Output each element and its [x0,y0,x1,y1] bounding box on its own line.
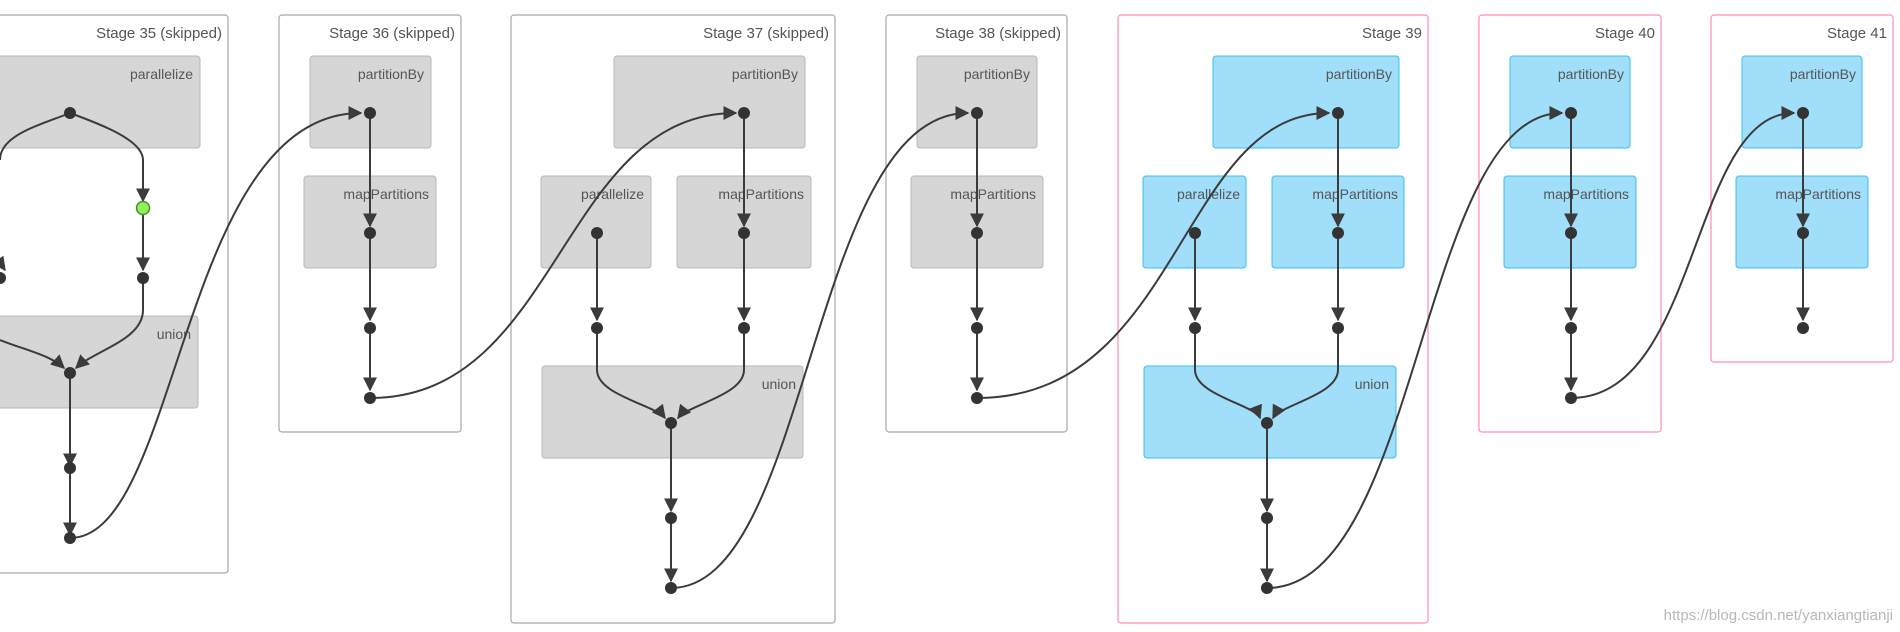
cluster-label: mapPartitions [1775,186,1861,202]
rdd-node[interactable] [1797,322,1809,334]
cluster-label: partitionBy [358,66,424,82]
rdd-node[interactable] [665,582,677,594]
rdd-node[interactable] [591,227,603,239]
cluster-label: mapPartitions [1543,186,1629,202]
edge [0,112,71,161]
stage-39-label: Stage 39 [1362,25,1422,42]
stage-37-label: Stage 37 (skipped) [703,25,829,42]
rdd-node[interactable] [64,462,76,474]
cluster-label: mapPartitions [718,186,804,202]
cluster-partitionby[interactable]: partitionBy [1509,55,1631,149]
rdd-node[interactable] [1565,107,1577,119]
rdd-node[interactable] [64,532,76,544]
edge [74,278,144,369]
stage-40-label: Stage 40 [1595,25,1655,42]
rdd-node[interactable] [971,392,983,404]
cluster-label: union [762,376,796,392]
edge [1266,106,1564,589]
cluster-label: parallelize [1177,186,1240,202]
rdd-node[interactable] [64,107,76,119]
rdd-node[interactable] [1565,322,1577,334]
cluster-label: partitionBy [1326,66,1392,82]
cluster-parallelize[interactable]: parallelize [0,55,201,149]
cluster-parallelize[interactable]: parallelize [540,175,652,269]
stage-37[interactable]: Stage 37 (skipped) [510,14,836,624]
cluster-label: partitionBy [732,66,798,82]
rdd-node[interactable] [971,107,983,119]
edge [0,255,6,272]
rdd-node[interactable] [665,417,677,429]
cluster-label: partitionBy [1790,66,1856,82]
rdd-node[interactable] [1261,582,1273,594]
stage-39[interactable]: Stage 39 [1117,14,1429,624]
edge [1194,328,1262,420]
cluster-label: mapPartitions [1312,186,1398,202]
rdd-node[interactable] [64,367,76,379]
edge [677,328,745,420]
edge [1570,106,1796,399]
cluster-label: union [1355,376,1389,392]
rdd-node[interactable] [1261,417,1273,429]
rdd-node[interactable] [364,227,376,239]
cluster-union[interactable]: union [0,315,199,409]
rdd-node[interactable] [0,272,6,284]
cluster-partitionby[interactable]: partitionBy [1212,55,1400,149]
stage-36-label: Stage 36 (skipped) [329,25,455,42]
rdd-node[interactable] [1797,227,1809,239]
rdd-node[interactable] [1332,107,1344,119]
rdd-node[interactable] [1261,512,1273,524]
rdd-node[interactable] [1565,227,1577,239]
cluster-union[interactable]: union [541,365,804,459]
rdd-node[interactable] [738,107,750,119]
rdd-node[interactable] [364,107,376,119]
rdd-node[interactable] [1332,322,1344,334]
rdd-node[interactable] [665,512,677,524]
cluster-label: mapPartitions [950,186,1036,202]
rdd-node[interactable] [1797,107,1809,119]
cluster-union[interactable]: union [1143,365,1397,459]
rdd-node[interactable] [738,227,750,239]
edge [369,106,738,399]
cluster-label: parallelize [581,186,644,202]
cached-rdd-node[interactable] [135,200,151,216]
cluster-label: union [157,326,191,342]
rdd-node[interactable] [1189,322,1201,334]
rdd-node[interactable] [364,392,376,404]
cluster-label: mapPartitions [343,186,429,202]
edge [0,339,66,369]
cluster-partitionby[interactable]: partitionBy [916,55,1038,149]
stage-41-label: Stage 41 [1827,25,1887,42]
cluster-partitionby[interactable]: partitionBy [613,55,806,149]
rdd-node[interactable] [738,322,750,334]
watermark: https://blog.csdn.net/yanxiangtianji [1664,607,1893,624]
cluster-label: partitionBy [1558,66,1624,82]
edge [976,106,1331,399]
edge [69,106,363,539]
rdd-node[interactable] [971,227,983,239]
cluster-partitionby[interactable]: partitionBy [1741,55,1863,149]
cluster-label: partitionBy [964,66,1030,82]
stage-38-label: Stage 38 (skipped) [935,25,1061,42]
edge [596,328,666,420]
edge [69,112,150,203]
edge [670,106,970,589]
cluster-partitionby[interactable]: partitionBy [309,55,432,149]
rdd-node[interactable] [971,322,983,334]
stage-35[interactable]: Stage 35 (skipped) [0,14,229,574]
rdd-node[interactable] [137,272,149,284]
rdd-node[interactable] [1189,227,1201,239]
rdd-node[interactable] [591,322,603,334]
rdd-node[interactable] [1332,227,1344,239]
stage-35-label: Stage 35 (skipped) [96,25,222,42]
edge [1272,328,1339,420]
rdd-node[interactable] [364,322,376,334]
cluster-label: parallelize [130,66,193,82]
rdd-node[interactable] [1565,392,1577,404]
